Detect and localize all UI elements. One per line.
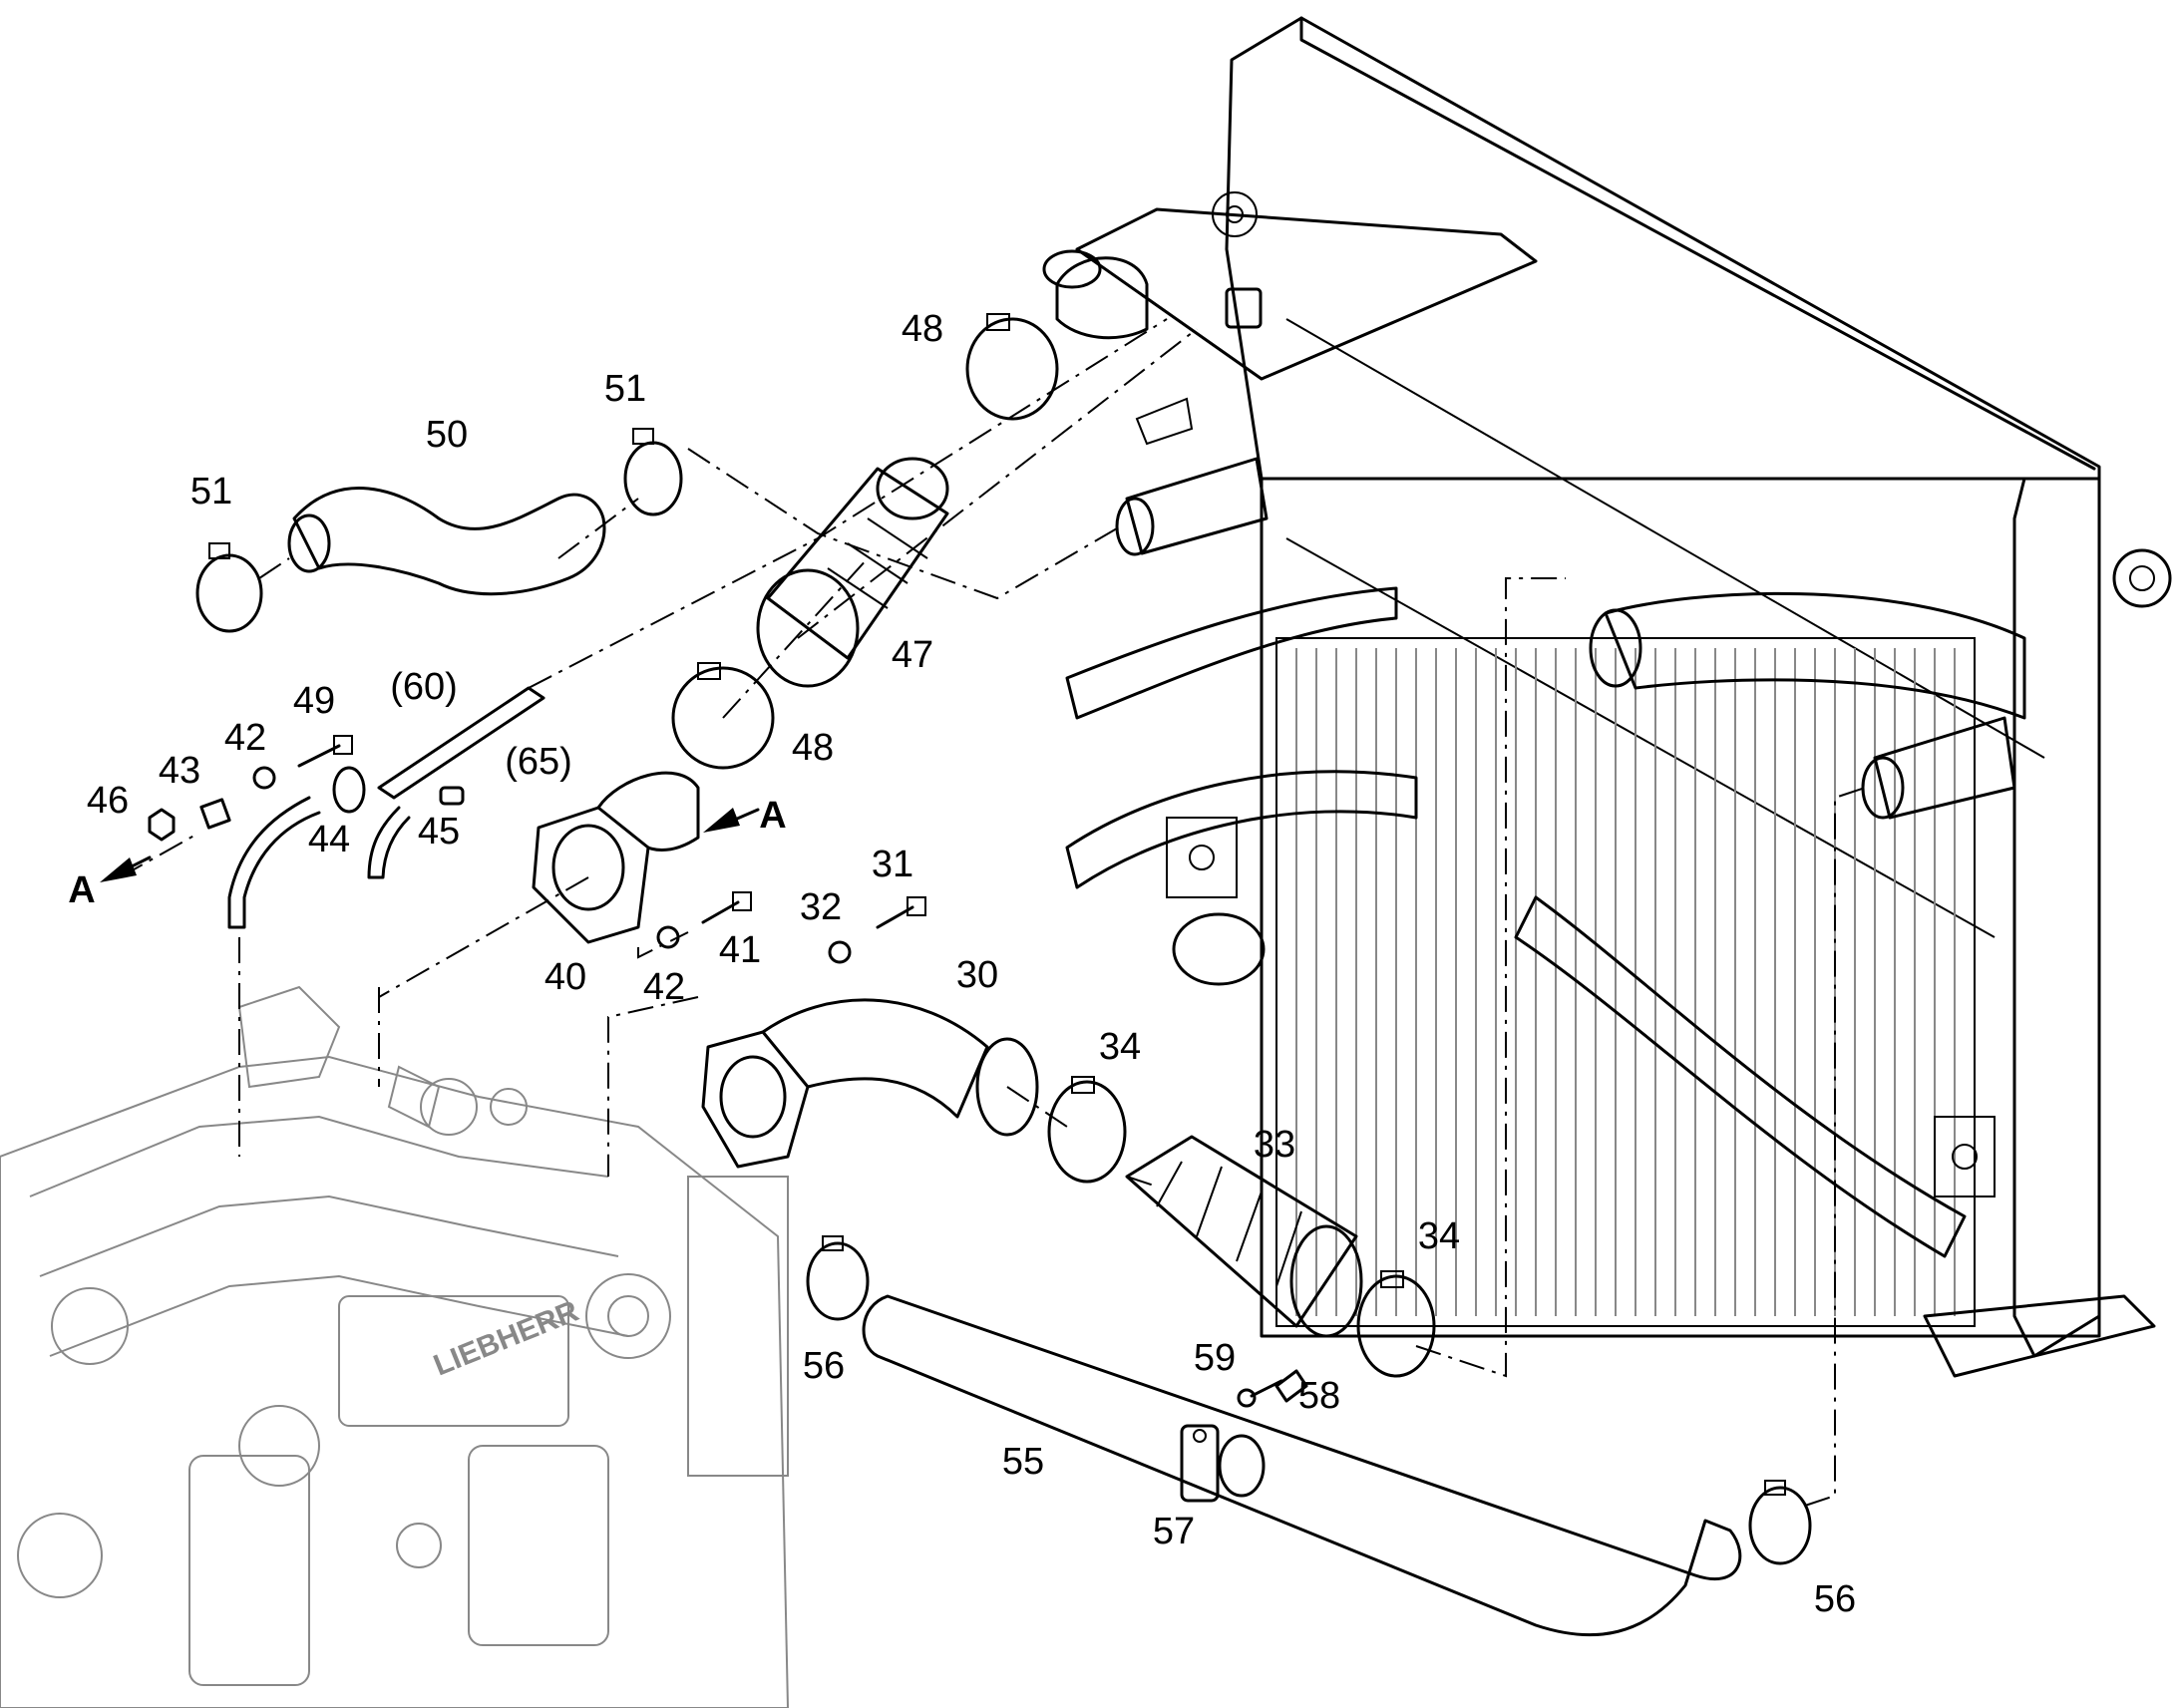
label-section-a-right: A: [759, 795, 786, 837]
label-43: 43: [159, 750, 200, 792]
label-51-top: 51: [604, 368, 646, 410]
engine-brand-logo: LIEBHERR: [429, 1294, 583, 1382]
label-31: 31: [872, 844, 913, 885]
clamp-48-top: [965, 313, 1059, 421]
tube-65: [227, 796, 321, 929]
label-47: 47: [892, 634, 933, 676]
elbow-30: [701, 998, 1039, 1169]
label-32: 32: [800, 886, 842, 928]
label-45: 45: [418, 811, 460, 853]
hose-33: [1125, 1135, 1363, 1338]
label-56-right: 56: [1814, 1578, 1856, 1620]
radiator-assembly: [1042, 16, 2172, 1378]
label-49: 49: [293, 680, 335, 722]
engine-block: LIEBHERR: [0, 985, 790, 1708]
washer-59: [1237, 1388, 1257, 1408]
label-44: 44: [308, 819, 350, 860]
washer-42-lower: [656, 925, 680, 949]
clamp-56-left: [806, 1235, 870, 1321]
label-50: 50: [426, 414, 468, 456]
label-40: 40: [545, 956, 586, 998]
bolt-31: [876, 896, 926, 929]
washer-42-upper: [252, 766, 276, 790]
label-59: 59: [1194, 1337, 1236, 1379]
label-65: (65): [505, 741, 572, 783]
clamp-51-left: [195, 542, 263, 633]
part-labels: 48 51 50 51 47 49 (60) 42 43 46 44 45 (6…: [68, 308, 1856, 1620]
label-33: 33: [1254, 1124, 1295, 1166]
label-41: 41: [719, 929, 761, 971]
clamp-56-right: [1748, 1480, 1812, 1565]
label-section-a-left: A: [68, 869, 95, 911]
bolt-58: [1250, 1369, 1308, 1403]
clamp-48-mid: [671, 662, 775, 770]
nut-46: [148, 808, 176, 842]
clamp-34-lower: [1356, 1270, 1436, 1378]
section-arrow-right: [703, 808, 760, 833]
label-48-mid: 48: [792, 727, 834, 769]
bolt-49: [297, 735, 353, 768]
label-51-left: 51: [190, 471, 232, 512]
label-58: 58: [1298, 1375, 1340, 1417]
hose-55: [862, 1294, 1742, 1637]
label-34-upper: 34: [1099, 1026, 1141, 1068]
label-42-upper: 42: [224, 717, 266, 759]
tube-60: [377, 686, 545, 800]
flange-40: [532, 771, 700, 944]
center-lines: [119, 318, 1866, 1507]
label-56-left: 56: [803, 1345, 845, 1387]
clamp-51-right: [623, 428, 683, 516]
clamp-44: [332, 766, 366, 814]
hose-47: [756, 457, 949, 688]
label-60: (60): [390, 666, 458, 708]
bracket-43: [199, 798, 231, 830]
bracket-57: [1180, 1424, 1266, 1503]
label-46: 46: [87, 780, 129, 822]
section-arrow-left: [100, 855, 152, 882]
label-34-lower: 34: [1418, 1215, 1460, 1257]
label-30: 30: [956, 954, 998, 996]
clamp-34-upper: [1047, 1076, 1127, 1184]
radiator-core: [1275, 637, 1976, 1327]
bolt-41: [701, 891, 752, 924]
label-55: 55: [1002, 1441, 1044, 1483]
label-57: 57: [1153, 1511, 1195, 1552]
washer-32: [828, 940, 852, 964]
fitting-45: [439, 786, 465, 806]
label-48-top: 48: [902, 308, 943, 350]
hose-50: [292, 487, 606, 596]
label-42-lower: 42: [643, 966, 685, 1008]
